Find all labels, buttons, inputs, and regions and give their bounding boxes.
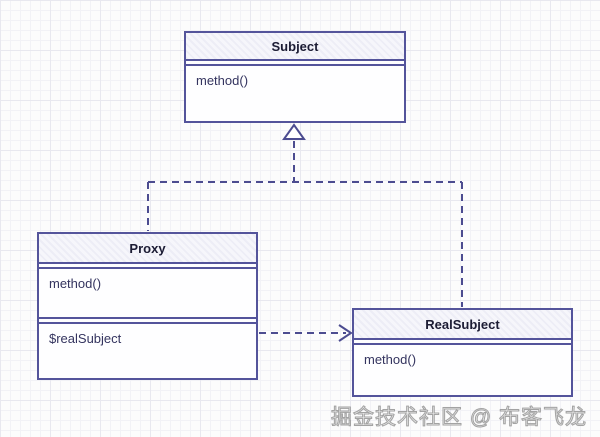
- class-title-realsubject: RealSubject: [354, 310, 571, 338]
- class-title-proxy: Proxy: [39, 234, 256, 262]
- uml-class-subject: Subject method(): [184, 31, 406, 123]
- class-method-realsubject: method(): [364, 352, 417, 367]
- class-title-subject: Subject: [186, 33, 404, 59]
- watermark-text: 掘金技术社区 @ 布客飞龙: [331, 406, 587, 430]
- class-attribute-proxy: $realSubject: [49, 331, 122, 346]
- separator: [39, 262, 256, 269]
- separator: [354, 338, 571, 345]
- class-method-proxy: method(): [49, 276, 102, 291]
- inheritance-triangle-icon: [282, 123, 306, 140]
- separator: [39, 317, 256, 324]
- class-method-subject: method(): [196, 73, 249, 88]
- uml-class-realsubject: RealSubject method(): [352, 308, 573, 397]
- uml-class-proxy: Proxy method() $realSubject: [37, 232, 258, 380]
- separator: [186, 59, 404, 66]
- dependency-arrowhead-icon: [338, 324, 353, 342]
